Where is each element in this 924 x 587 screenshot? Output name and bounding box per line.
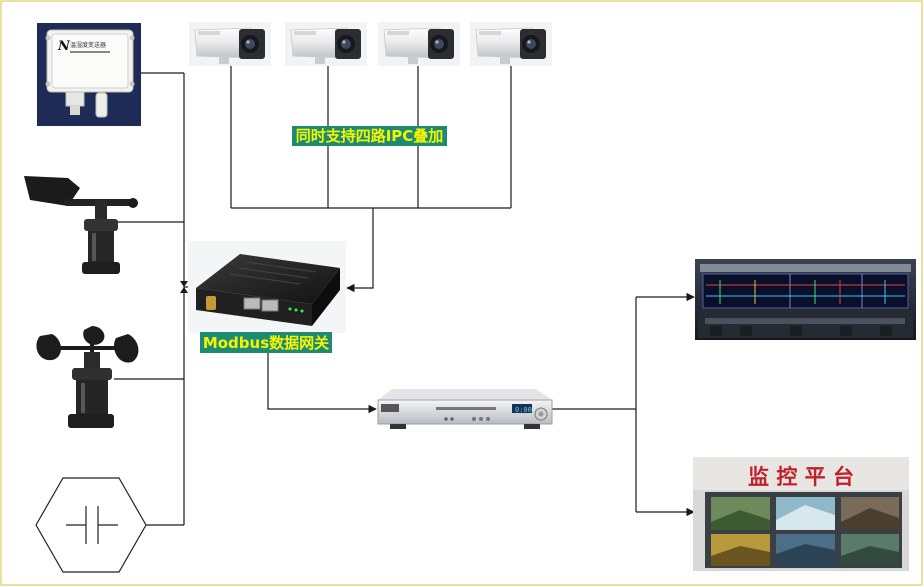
temperature-humidity-sensor-icon: N 温湿度变送器 <box>37 23 141 126</box>
connection-lines <box>110 66 695 526</box>
bullet-camera-icon <box>285 22 367 66</box>
ipc-overlay-text: 同时支持四路IPC叠加 <box>296 127 444 145</box>
svg-text:N: N <box>57 39 71 54</box>
hexagon-sensor-icon <box>35 477 147 573</box>
camera-group <box>189 22 552 66</box>
sensor-brand-label: 温湿度变送器 <box>70 41 106 49</box>
ipc-overlay-label: 同时支持四路IPC叠加 <box>292 126 447 146</box>
bullet-camera-icon <box>189 22 271 66</box>
modbus-gateway-icon <box>188 241 346 333</box>
gateway-label-text: Modbus数据网关 <box>203 334 329 352</box>
anemometer-icon <box>36 326 139 428</box>
wind-vane-icon <box>24 176 138 274</box>
bullet-camera-icon <box>470 22 552 66</box>
control-room-screen-icon <box>695 259 916 340</box>
video-wall-icon: 监 控 平 台 <box>693 457 909 571</box>
monitor-platform-title: 监 控 平 台 <box>748 464 854 489</box>
svg-text:0:00: 0:00 <box>515 406 532 414</box>
gateway-label: Modbus数据网关 <box>200 332 332 353</box>
nvr-recorder-icon: 0:00 <box>377 389 553 429</box>
bullet-camera-icon <box>378 22 460 66</box>
